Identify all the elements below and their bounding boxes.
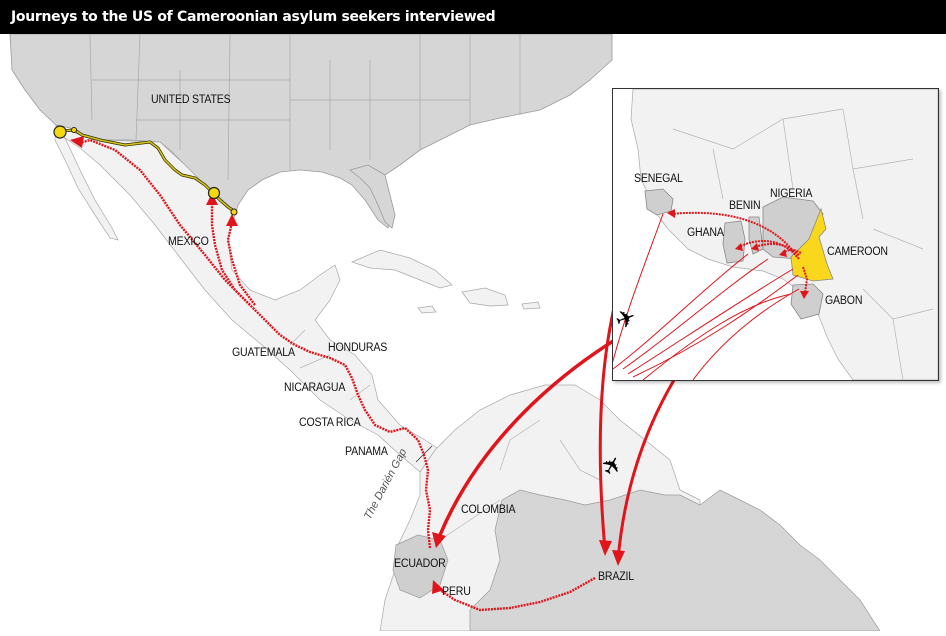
inset-map-africa: SENEGAL NIGERIA BENIN GHANA CAMEROON GAB… — [612, 88, 939, 381]
label-nigeria: NIGERIA — [770, 188, 813, 200]
cameroon — [790, 207, 834, 282]
united-states-landmass — [9, 33, 613, 229]
darien-gap-pointer — [415, 445, 433, 463]
jamaica — [417, 305, 437, 314]
crossing-tijuana — [53, 125, 67, 139]
route-arrowheads — [70, 136, 444, 594]
label-honduras: HONDURAS — [328, 342, 388, 354]
map-title: Journeys to the US of Cameroonian asylum… — [0, 0, 946, 34]
label-ecuador: ECUADOR — [394, 558, 446, 570]
crossing-laredo — [207, 186, 221, 200]
regional-routes — [670, 211, 809, 294]
label-guatemala: GUATEMALA — [232, 347, 295, 359]
label-gabon: GABON — [825, 295, 863, 307]
label-colombia: COLOMBIA — [461, 504, 516, 516]
label-brazil: BRAZIL — [598, 571, 634, 583]
label-senegal: SENEGAL — [634, 173, 683, 185]
country-borders — [289, 329, 601, 541]
label-mexico: MEXICO — [168, 236, 209, 248]
overland-routes — [79, 138, 596, 612]
map-canvas — [9, 33, 881, 632]
label-cameroon: CAMEROON — [827, 246, 888, 258]
puerto-rico — [521, 301, 541, 310]
inset-canvas — [613, 89, 938, 380]
africa-borders — [672, 108, 934, 380]
label-panama: PANAMA — [345, 446, 388, 458]
cuba — [351, 249, 453, 289]
label-peru: PERU — [442, 586, 471, 598]
brazil-landmass — [469, 489, 881, 632]
crossing-brownsville — [230, 208, 238, 216]
label-costa-rica: COSTA RICA — [299, 417, 361, 429]
main-map: UNITED STATES MEXICO GUATEMALA HONDURAS … — [0, 33, 946, 632]
label-ghana: GHANA — [687, 227, 724, 239]
label-nicaragua: NICARAGUA — [284, 382, 346, 394]
hispaniola — [461, 287, 509, 307]
gabon — [790, 283, 824, 320]
ghana — [722, 220, 746, 264]
florida — [349, 164, 396, 229]
departure-flight-lines — [613, 213, 800, 380]
crossing-mexicali — [71, 127, 77, 133]
us-state-borders — [89, 33, 521, 181]
baja-california — [54, 123, 119, 241]
label-united-states: UNITED STATES — [151, 94, 231, 106]
label-benin: BENIN — [729, 200, 761, 212]
